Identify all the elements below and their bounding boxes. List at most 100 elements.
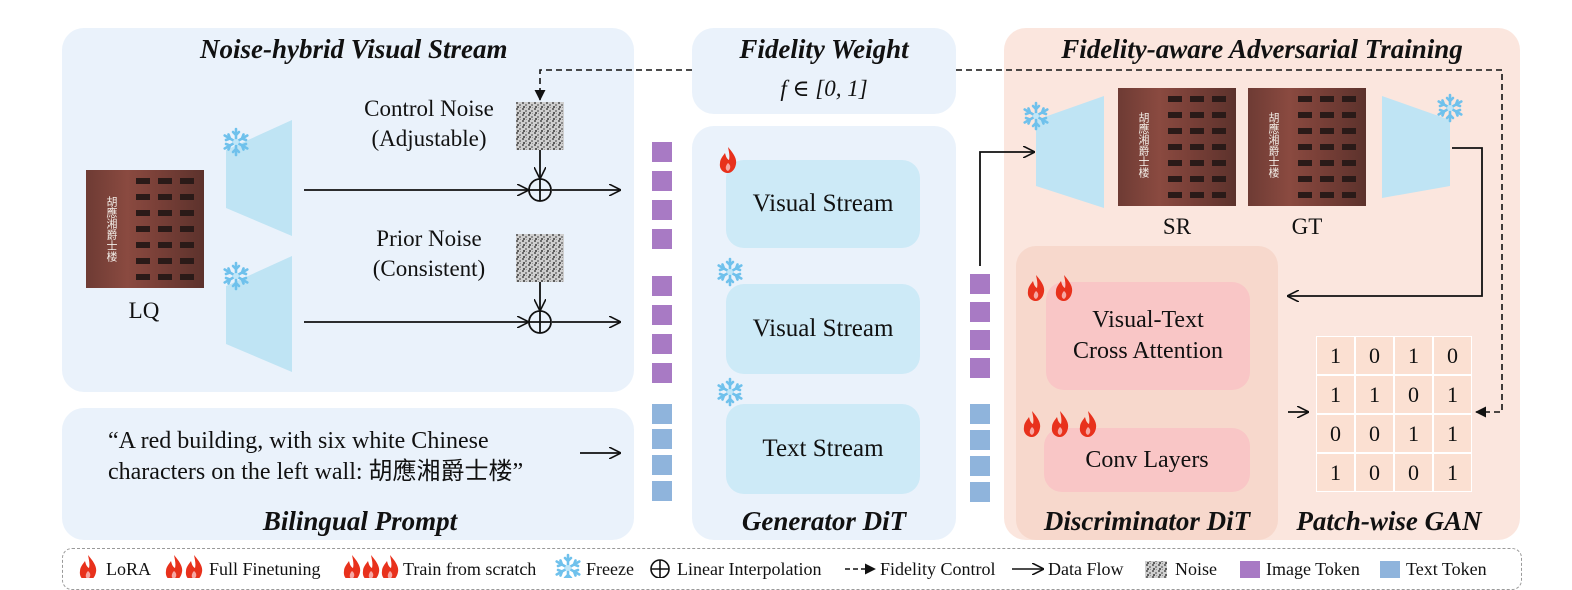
building-window <box>1212 176 1226 182</box>
image-token <box>652 142 672 162</box>
fidelity-formula: f ∈ [0, 1] <box>780 76 868 101</box>
image-token <box>652 363 672 383</box>
legend-data-flow: Data Flow <box>1048 559 1124 579</box>
building-window <box>1342 160 1356 166</box>
control-noise-sub-label: (Adjustable) <box>371 126 487 151</box>
gt-label: GT <box>1291 214 1323 239</box>
patch-cell: 0 <box>1355 336 1394 375</box>
patch-cell: 0 <box>1433 336 1472 375</box>
building-window <box>1298 176 1312 182</box>
prior-noise-label: Prior Noise <box>376 226 482 251</box>
lq-label: LQ <box>128 298 160 323</box>
sr-image: 胡應湘爵士楼 <box>1118 88 1236 206</box>
building-window <box>1298 160 1312 166</box>
legend-fidelity-control: Fidelity Control <box>880 559 996 579</box>
building-window <box>1342 128 1356 134</box>
building-window <box>1298 192 1312 198</box>
building-window <box>1168 192 1182 198</box>
visual-stream-box-2: Visual Stream <box>726 284 920 374</box>
prior-noise-sub-label: (Consistent) <box>372 256 486 281</box>
building-window <box>136 178 150 184</box>
building-window <box>180 194 194 200</box>
legend-full-finetuning: Full Finetuning <box>209 559 321 579</box>
encoder-top-label: E <box>246 175 262 202</box>
building-window <box>180 274 194 280</box>
legend-noise: Noise <box>1175 559 1217 579</box>
building-window <box>180 226 194 232</box>
diagram-stage: Noise-hybrid Visual Stream Fidelity Weig… <box>62 28 1522 590</box>
building-window <box>1168 112 1182 118</box>
generator-title: Generator DiT <box>741 506 907 536</box>
building-window <box>1342 176 1356 182</box>
building-window <box>1212 96 1226 102</box>
lq-image: 胡應湘爵士楼 <box>86 170 204 288</box>
building-window <box>136 210 150 216</box>
fidelity-weight-title: Fidelity Weight <box>739 34 909 64</box>
building-window <box>158 226 172 232</box>
building-window <box>136 258 150 264</box>
building-window <box>1298 112 1312 118</box>
patch-cell: 1 <box>1433 453 1472 492</box>
building-window <box>1320 160 1334 166</box>
building-window <box>1320 144 1334 150</box>
visual-stream-title: Noise-hybrid Visual Stream <box>200 34 508 64</box>
building-window <box>136 274 150 280</box>
legend-linear-interpolation: Linear Interpolation <box>677 559 822 579</box>
building-window <box>136 226 150 232</box>
image-token <box>970 330 990 350</box>
building-window <box>1342 96 1356 102</box>
image-token <box>652 334 672 354</box>
building-window <box>1168 176 1182 182</box>
image-token <box>652 229 672 249</box>
building-window <box>1190 160 1204 166</box>
image-token <box>970 274 990 294</box>
building-window <box>1168 160 1182 166</box>
building-window <box>180 178 194 184</box>
building-window <box>158 258 172 264</box>
building-window <box>1212 112 1226 118</box>
legend-text-token: Text Token <box>1406 559 1487 579</box>
control-noise-label: Control Noise <box>364 96 494 121</box>
building-window <box>158 194 172 200</box>
encoder-bottom-label: E <box>246 309 262 336</box>
patch-cell: 1 <box>1394 414 1433 453</box>
building-window <box>136 242 150 248</box>
building-window <box>1212 144 1226 150</box>
legend-lora: LoRA <box>106 559 151 579</box>
text-token <box>970 482 990 502</box>
building-window <box>1298 128 1312 134</box>
text-token <box>970 456 990 476</box>
building-window <box>1320 176 1334 182</box>
patch-cell: 0 <box>1394 375 1433 414</box>
patch-cell: 0 <box>1394 453 1433 492</box>
bilingual-title: Bilingual Prompt <box>262 506 458 536</box>
building-window <box>180 242 194 248</box>
image-token <box>970 302 990 322</box>
building-window <box>1190 96 1204 102</box>
conv-layers-box: Conv Layers <box>1044 428 1250 492</box>
building-window <box>136 194 150 200</box>
decoder-label: D <box>1068 139 1088 166</box>
adversarial-title: Fidelity-aware Adversarial Training <box>1061 34 1463 64</box>
building-window <box>1168 96 1182 102</box>
building-window <box>1320 112 1334 118</box>
text-stream-box: Text Stream <box>726 404 920 494</box>
building-window <box>1342 192 1356 198</box>
building-window <box>1320 192 1334 198</box>
legend-image-token: Image Token <box>1266 559 1360 579</box>
lq-image-chars: 胡應湘爵士楼 <box>105 196 118 262</box>
building-window <box>1190 128 1204 134</box>
patch-cell: 0 <box>1355 453 1394 492</box>
building-window <box>180 210 194 216</box>
building-window <box>1320 128 1334 134</box>
gt-image-chars: 胡應湘爵士楼 <box>1267 112 1280 178</box>
building-window <box>1190 144 1204 150</box>
sr-image-chars: 胡應湘爵士楼 <box>1137 112 1150 178</box>
building-window <box>158 210 172 216</box>
image-token <box>652 305 672 325</box>
building-window <box>1212 160 1226 166</box>
image-token <box>652 171 672 191</box>
legend-freeze: Freeze <box>586 559 634 579</box>
building-window <box>180 258 194 264</box>
